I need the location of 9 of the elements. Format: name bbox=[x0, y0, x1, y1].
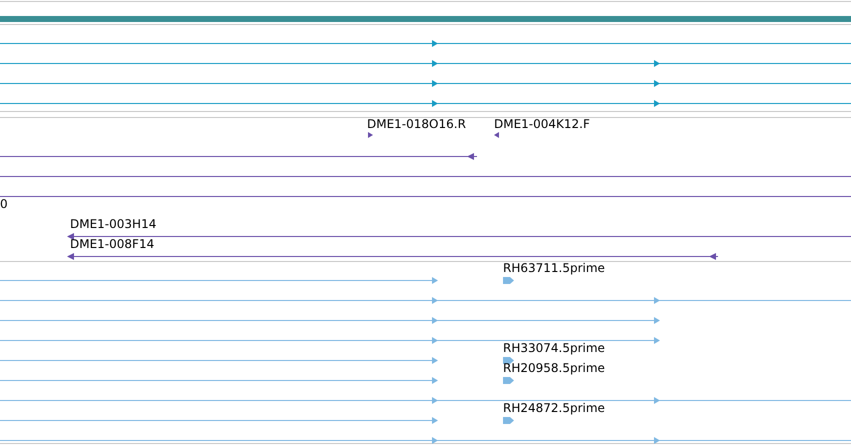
feature-label: DME1-004K12.F bbox=[494, 117, 590, 131]
feature-label: 0 bbox=[0, 197, 8, 211]
feature-label: DME1-018O16.R bbox=[367, 117, 466, 131]
feature-label: DME1-008F14 bbox=[70, 237, 154, 251]
feature-label: RH33074.5prime bbox=[503, 341, 605, 355]
feature-label: RH20958.5prime bbox=[503, 361, 605, 375]
feature-label: DME1-003H14 bbox=[70, 217, 156, 231]
feature-label: RH24872.5prime bbox=[503, 401, 605, 415]
feature-label: RH63711.5prime bbox=[503, 261, 605, 275]
